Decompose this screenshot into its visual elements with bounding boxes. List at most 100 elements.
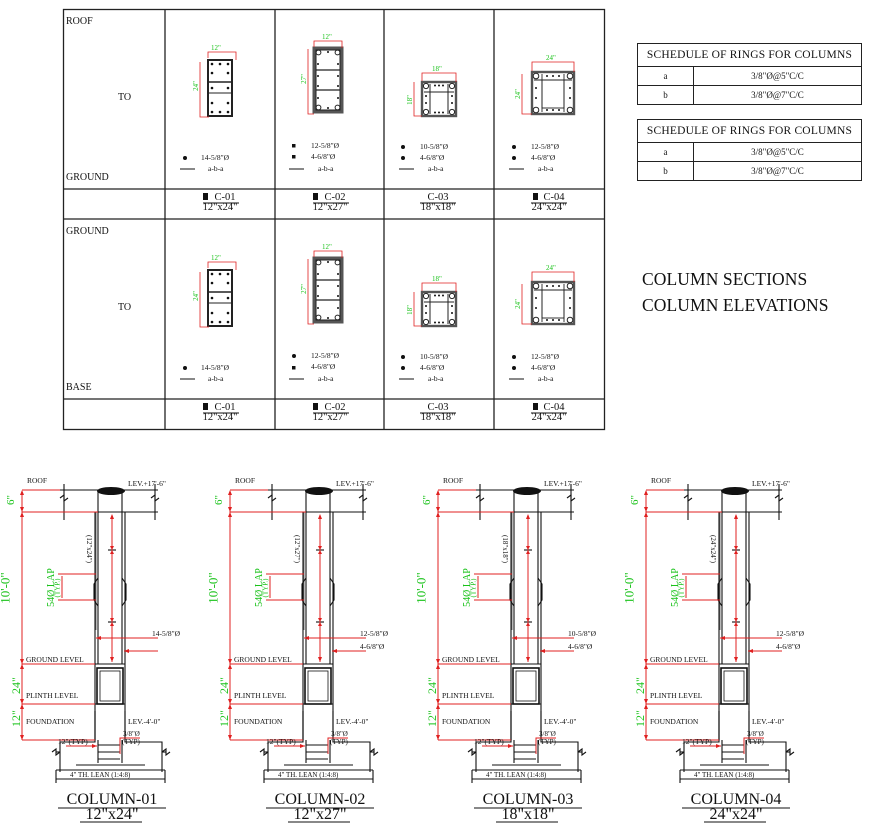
caption-c01: C-01 12"x24"	[195, 402, 245, 423]
dim-height: 18"	[405, 95, 414, 105]
column-id: C-02	[324, 192, 346, 203]
dim-width: 18"	[432, 275, 442, 283]
lap-typ: (TYP.)	[469, 578, 478, 598]
foundation-level: LEV.-4'-0"	[336, 717, 369, 726]
column-id: C-04	[543, 402, 565, 413]
column-id: C-01	[214, 192, 236, 203]
dim-width: 12"	[211, 44, 221, 52]
schedule-key: a	[637, 142, 694, 162]
section-c03-row1	[412, 71, 458, 118]
lap-typ: (TYP.)	[53, 578, 62, 598]
footing-cover-label: 12"(TYP)	[266, 737, 296, 746]
dim-width: 12"	[211, 254, 221, 262]
caption-c04: C-04 24"x24"	[524, 192, 574, 213]
schedule-value: 3/8"Ø@5"C/C	[693, 66, 862, 86]
heading-column-elevations: COLUMN ELEVATIONS	[642, 295, 829, 315]
legend-bars: 14-5/8"Ø	[201, 153, 230, 162]
column-size: 24"x24"	[531, 202, 567, 213]
legend-bars: 10-5/8"Ø	[420, 352, 449, 361]
section-note: (18"x18")	[500, 535, 509, 563]
section-note: (12"x24")	[84, 535, 93, 563]
dim-slab: 6"	[213, 495, 225, 505]
caption-c02: C-02 12"x27"	[305, 402, 355, 423]
dim-foundation: 12"	[424, 710, 439, 727]
column-title: COLUMN-01	[66, 791, 158, 808]
column-size: 18"x18"	[420, 412, 456, 423]
schedule-value: 3/8"Ø@7"C/C	[693, 161, 862, 181]
dim-height: 27"	[299, 284, 308, 294]
column-size: 24"x24"	[709, 806, 763, 823]
legend-bars-2: 4-6/8"Ø	[531, 363, 556, 372]
foundation-label: FOUNDATION	[26, 717, 75, 726]
footing-cover-label: 12"(TYP)	[58, 737, 88, 746]
lean-label: 4" TH. LEAN (1:4:8)	[486, 771, 547, 779]
plinth-level-label: PLINTH LEVEL	[650, 691, 703, 700]
footing-typ-label: (TYP)	[330, 738, 348, 746]
ground-level-label: GROUND LEVEL	[26, 655, 84, 664]
dim-foundation: 12"	[632, 710, 647, 727]
dim-height: 27"	[299, 74, 308, 84]
dim-width: 12"	[322, 243, 332, 251]
dim-plinth: 24"	[8, 677, 23, 694]
row1-from-label: ROOF	[66, 16, 93, 27]
bar-label: 12-5/8"Ø	[360, 629, 389, 638]
caption-c01: C-01 12"x24"	[195, 192, 245, 213]
section-c02-row2	[306, 249, 344, 326]
bar-label-2: 4-6/8"Ø	[776, 642, 801, 651]
elevation-column-01-drawing	[19, 483, 171, 784]
schedule-value: 3/8"Ø@5"C/C	[693, 142, 862, 162]
footing-typ-label: (TYP)	[122, 738, 140, 746]
schedule-title: SCHEDULE OF RINGS FOR COLUMNS	[637, 43, 862, 67]
row1-to-level: GROUND	[66, 172, 109, 183]
legend-bars-2: 4-6/8"Ø	[420, 363, 445, 372]
column-size: 24"x24"	[531, 412, 567, 423]
roof-level: LEV.+17'-6"	[752, 479, 790, 488]
bar-label: 14-5/8"Ø	[152, 629, 181, 638]
section-c04-row2	[520, 270, 576, 326]
foundation-label: FOUNDATION	[442, 717, 491, 726]
column-size: 12"x27"	[312, 202, 348, 213]
section-c03-row2	[412, 281, 458, 328]
footing-cover-label: 12"(TYP)	[474, 737, 504, 746]
plinth-level-label: PLINTH LEVEL	[26, 691, 79, 700]
dim-plinth: 24"	[424, 677, 439, 694]
column-title: COLUMN-02	[274, 791, 366, 808]
column-id: C-01	[214, 402, 236, 413]
legend-rings: a-b-a	[318, 164, 334, 173]
dim-height: 10'-0"	[205, 572, 221, 604]
elevation-column-02-drawing	[227, 483, 379, 784]
roof-label: ROOF	[651, 476, 672, 485]
column-size: 18"x18"	[501, 806, 555, 823]
caption-c02: C-02 12"x27"	[305, 192, 355, 213]
column-size: 12"x27"	[312, 412, 348, 423]
schedule-key: b	[637, 161, 694, 181]
bar-label: 12-5/8"Ø	[776, 629, 805, 638]
legend-bars: 12-5/8"Ø	[531, 142, 560, 151]
legend-rings: a-b-a	[538, 374, 554, 383]
caption-c03: C-03 18"x18"	[413, 402, 463, 423]
row2-to-label: TO	[118, 302, 132, 313]
section-c01-row2	[199, 261, 237, 328]
column-id: C-03	[427, 192, 449, 203]
ground-level-label: GROUND LEVEL	[234, 655, 292, 664]
column-title: COLUMN-03	[482, 791, 574, 808]
footing-typ-label: (TYP)	[538, 738, 556, 746]
column-title: COLUMN-04	[690, 791, 782, 808]
foundation-label: FOUNDATION	[650, 717, 699, 726]
lean-label: 4" TH. LEAN (1:4:8)	[694, 771, 755, 779]
footing-bar-label: 3/8"Ø	[539, 730, 556, 738]
foundation-level: LEV.-4'-0"	[544, 717, 577, 726]
column-size: 12"x27"	[293, 806, 347, 823]
section-c01-row1	[199, 51, 237, 118]
legend-bars: 14-5/8"Ø	[201, 363, 230, 372]
dim-height: 24"	[513, 89, 522, 99]
dim-height: 24"	[191, 291, 200, 301]
roof-label: ROOF	[235, 476, 256, 485]
legend-bars-2: 4-6/8"Ø	[311, 152, 336, 161]
dim-height: 24"	[191, 81, 200, 91]
section-c02-row1	[306, 39, 344, 116]
roof-label: ROOF	[27, 476, 48, 485]
roof-level: LEV.+17'-6"	[128, 479, 166, 488]
heading-column-sections: COLUMN SECTIONS	[642, 269, 808, 289]
